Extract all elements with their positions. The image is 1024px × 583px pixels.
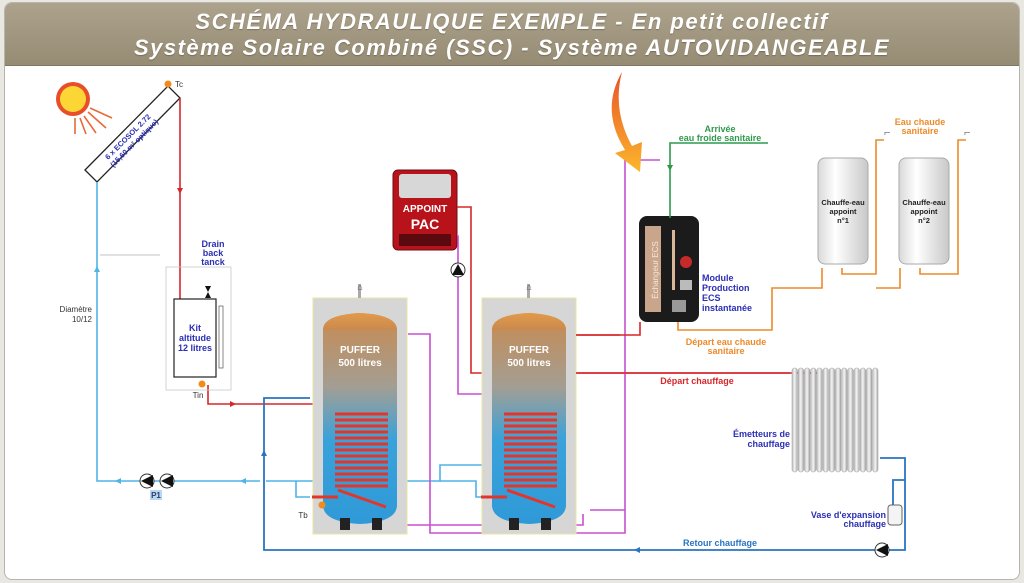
radiator-column — [810, 367, 817, 473]
cold-water-label-2: eau froide sanitaire — [679, 133, 762, 143]
pipe-heating-return — [263, 397, 906, 551]
kit-label-3: 12 litres — [178, 343, 212, 353]
sensor-tin-icon — [198, 380, 206, 388]
hot-water-outlet-label-1: Eau chaude — [895, 117, 946, 127]
radiator-column — [816, 367, 823, 473]
radiator-column — [797, 367, 804, 473]
heater-2-label-1: Chauffe-eau — [902, 198, 946, 207]
pump-p1-icon — [139, 473, 175, 489]
ecs-module-label-1: Module — [702, 273, 734, 283]
faucet-icon: ⌐ — [964, 127, 970, 139]
vent-icon: ⌂ — [526, 282, 531, 292]
faucet-icon: ⌐ — [884, 127, 890, 139]
sensor-tc-label: Tc — [175, 80, 183, 89]
heater-1-label-2: appoint — [829, 207, 857, 216]
pump-p1-label: P1 — [151, 491, 161, 500]
radiator-column — [872, 367, 879, 473]
title-line-2: Système Solaire Combiné (SSC) - Système … — [133, 35, 891, 60]
pipe-diameter-label-1: Diamètre — [60, 305, 93, 314]
sensor-tb-icon — [318, 501, 326, 509]
drainback-title-2: back — [203, 248, 225, 258]
highlight-arrow-icon — [611, 72, 642, 172]
sun-icon — [56, 82, 113, 135]
sensor-tin-label: Tin — [193, 391, 204, 400]
hot-water-departure-label-2: sanitaire — [707, 346, 744, 356]
expansion-label-2: chauffage — [843, 519, 886, 529]
flow-arrow — [667, 165, 673, 171]
ecs-module: Échangeur ECS — [639, 216, 699, 322]
heat-pump-unit: APPOINT PAC — [392, 169, 458, 251]
pac-label-2: PAC — [411, 216, 440, 232]
pump-p1-badge — [150, 490, 162, 500]
vent-icon: ⌂ — [357, 282, 362, 292]
title-line-1: SCHÉMA HYDRAULIQUE EXEMPLE - En petit co… — [195, 9, 829, 34]
title-banner: SCHÉMA HYDRAULIQUE EXEMPLE - En petit co… — [5, 3, 1019, 66]
hot-water-departure-label-1: Départ eau chaude — [686, 337, 767, 347]
radiator-column — [841, 367, 848, 473]
flow-arrow — [261, 450, 267, 456]
drainback-tank — [173, 298, 217, 378]
ecs-module-label-2: Production — [702, 283, 750, 293]
hot-water-outlet-label-2: sanitaire — [901, 126, 938, 136]
ecs-module-label-3: ECS — [702, 293, 721, 303]
heating-return-label: Retour chauffage — [683, 538, 757, 548]
flow-arrow — [177, 188, 183, 194]
radiator-column — [847, 367, 854, 473]
drainback-title-1: Drain — [201, 239, 224, 249]
pac-label-1: APPOINT — [403, 204, 447, 215]
sensor-tb-label: Tb — [298, 511, 308, 520]
puffer-1-label-2: 500 litres — [338, 358, 382, 369]
puffer-tank-1: PUFFER 500 litres — [312, 284, 408, 535]
expansion-vessel-icon — [887, 504, 903, 526]
water-heater-1: Chauffe-eau appoint n°1 — [817, 157, 869, 265]
flow-arrow — [94, 266, 100, 272]
heating-departure-label: Départ chauffage — [660, 376, 734, 386]
emitters-label-2: chauffage — [747, 439, 790, 449]
kit-label-2: altitude — [179, 333, 211, 343]
heater-2-label-2: appoint — [910, 207, 938, 216]
heater-1-label-3: n°1 — [837, 216, 849, 225]
flow-arrow — [115, 478, 121, 484]
drainback-title-3: tanck — [201, 257, 226, 267]
vent-valve-icon — [205, 286, 211, 298]
radiator-column — [822, 367, 829, 473]
flow-arrow — [634, 547, 640, 553]
radiator-column — [835, 367, 842, 473]
flow-arrow — [230, 401, 236, 407]
radiator-icon — [791, 367, 879, 473]
water-heater-2: Chauffe-eau appoint n°2 — [898, 157, 950, 265]
kit-label-1: Kit — [189, 323, 201, 333]
expansion-label-1: Vase d'expansion — [811, 510, 886, 520]
solar-collector: 6 x ECOSOL 2.72 (15,60 m² optique) — [84, 85, 181, 183]
ecs-module-label-4: instantanée — [702, 303, 752, 313]
pac-pump-icon — [450, 262, 466, 278]
radiator-column — [866, 367, 873, 473]
radiator-column — [853, 367, 860, 473]
emitters-label-1: Émetteurs de — [733, 429, 790, 439]
sensor-tc-icon — [164, 80, 172, 88]
radiator-column — [791, 367, 798, 473]
radiator-column — [859, 367, 866, 473]
radiator-column — [828, 367, 835, 473]
pipe-diameter-label-2: 10/12 — [72, 315, 93, 324]
puffer-tank-2: PUFFER 500 litres — [481, 284, 577, 535]
pipe-cold-water — [669, 142, 768, 218]
puffer-1-label-1: PUFFER — [340, 345, 381, 356]
puffer-2-label-1: PUFFER — [509, 345, 550, 356]
pipe-hot-water — [677, 139, 966, 331]
cold-water-label-1: Arrivée — [704, 124, 735, 134]
radiator-column — [804, 367, 811, 473]
heater-2-label-3: n°2 — [918, 216, 930, 225]
pipe-ecs-primary — [576, 322, 641, 336]
level-gauge — [218, 305, 224, 369]
ecs-exchanger-label: Échangeur ECS — [651, 241, 660, 298]
heating-pump-icon — [874, 542, 890, 558]
puffer-2-label-2: 500 litres — [507, 358, 551, 369]
heater-1-label-1: Chauffe-eau — [821, 198, 865, 207]
flow-arrow — [240, 478, 246, 484]
drainback-outline — [165, 266, 232, 391]
